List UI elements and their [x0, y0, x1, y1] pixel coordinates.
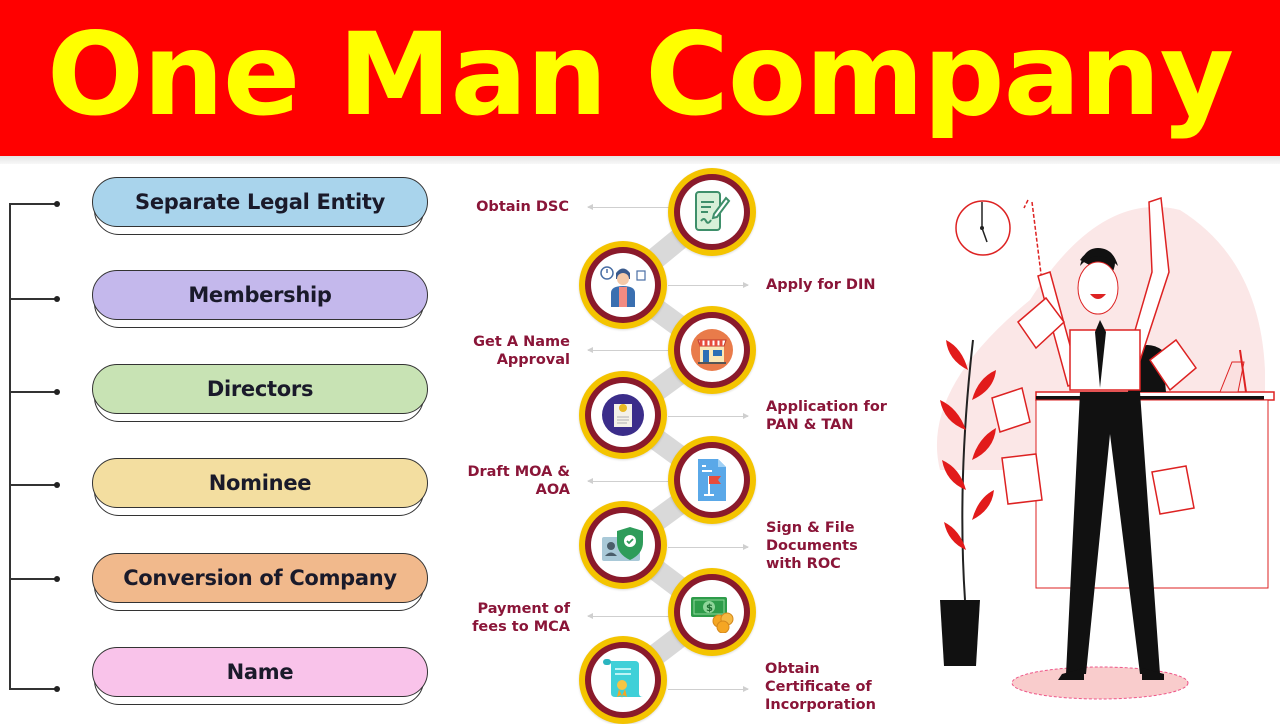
bracket-arrow-6: [9, 686, 60, 692]
step-1-label: Obtain DSC: [476, 199, 569, 215]
feature-membership: Membership: [92, 270, 428, 328]
step-6-circle: [579, 501, 667, 589]
feature-name: Name: [92, 647, 428, 705]
step-8-label: Obtain Certificate of Incorporation: [765, 661, 876, 713]
arrow-step-1: [587, 204, 670, 210]
feature-label: Directors: [206, 377, 314, 401]
arrow-step-2: [668, 282, 749, 288]
step-5-circle: [668, 436, 756, 524]
step-2-circle: [579, 241, 667, 329]
id-shield-icon: [602, 527, 643, 561]
step-3-circle: [668, 306, 756, 394]
businessman-figure: [1023, 196, 1170, 680]
feature-directors: Directors: [92, 364, 428, 422]
svg-text:$: $: [706, 603, 713, 614]
bracket-arrow-4: [9, 482, 60, 488]
step-4-label: Application for PAN & TAN: [766, 399, 887, 433]
bracket-arrow-2: [9, 296, 60, 302]
arrow-step-5: [587, 478, 670, 484]
step-7-circle: $: [668, 568, 756, 656]
arrow-step-6: [668, 544, 749, 550]
bracket-arrow-5: [9, 576, 60, 582]
feature-label: Nominee: [208, 471, 312, 495]
feature-conversion-of-company: Conversion of Company: [92, 553, 428, 611]
step-1-circle: [668, 168, 756, 256]
feature-label: Membership: [188, 283, 332, 307]
bracket-vertical-line: [9, 203, 11, 689]
step-3-label: Get A Name Approval: [473, 334, 570, 368]
arrow-step-8: [668, 686, 749, 692]
page-title: One Man Company: [46, 8, 1234, 141]
feature-label: Name: [226, 660, 294, 684]
feature-pill: Membership: [92, 270, 428, 320]
step-6-label: Sign & File Documents with ROC: [766, 520, 858, 572]
document-flag-icon: [698, 459, 726, 501]
feature-nominee: Nominee: [92, 458, 428, 516]
feature-pill: Name: [92, 647, 428, 697]
step-4-circle: [579, 371, 667, 459]
certificate-icon: [603, 659, 643, 698]
feature-pill: Directors: [92, 364, 428, 414]
director-person-icon: [600, 266, 646, 307]
arrow-step-4: [668, 413, 749, 419]
bracket-arrow-3: [9, 389, 60, 395]
feature-separate-legal-entity: Separate Legal Entity: [92, 177, 428, 235]
money-coins-icon: $: [691, 597, 734, 633]
storefront-icon: [691, 329, 733, 371]
step-5-label: Draft MOA & AOA: [467, 464, 570, 498]
step-7-label: Payment of fees to MCA: [472, 601, 570, 635]
banner-divider: [0, 156, 1280, 164]
flying-papers: [991, 296, 1198, 515]
step-2-label: Apply for DIN: [766, 277, 876, 293]
digital-signature-icon: [695, 191, 731, 231]
feature-label: Separate Legal Entity: [135, 190, 385, 214]
title-banner: [0, 0, 1280, 156]
celebrating-businessman-illustration: [936, 196, 1275, 700]
plant-icon: [940, 339, 996, 666]
certificate-scroll-icon: [602, 394, 644, 436]
step-8-circle: [579, 636, 667, 724]
bracket-arrow-1: [9, 201, 60, 207]
arrow-step-7: [587, 613, 670, 619]
arrow-step-3: [587, 347, 670, 353]
feature-pill: Nominee: [92, 458, 428, 508]
feature-pill: Conversion of Company: [92, 553, 428, 603]
feature-pill: Separate Legal Entity: [92, 177, 428, 227]
feature-label: Conversion of Company: [123, 566, 397, 590]
clock-icon: [955, 200, 1011, 256]
